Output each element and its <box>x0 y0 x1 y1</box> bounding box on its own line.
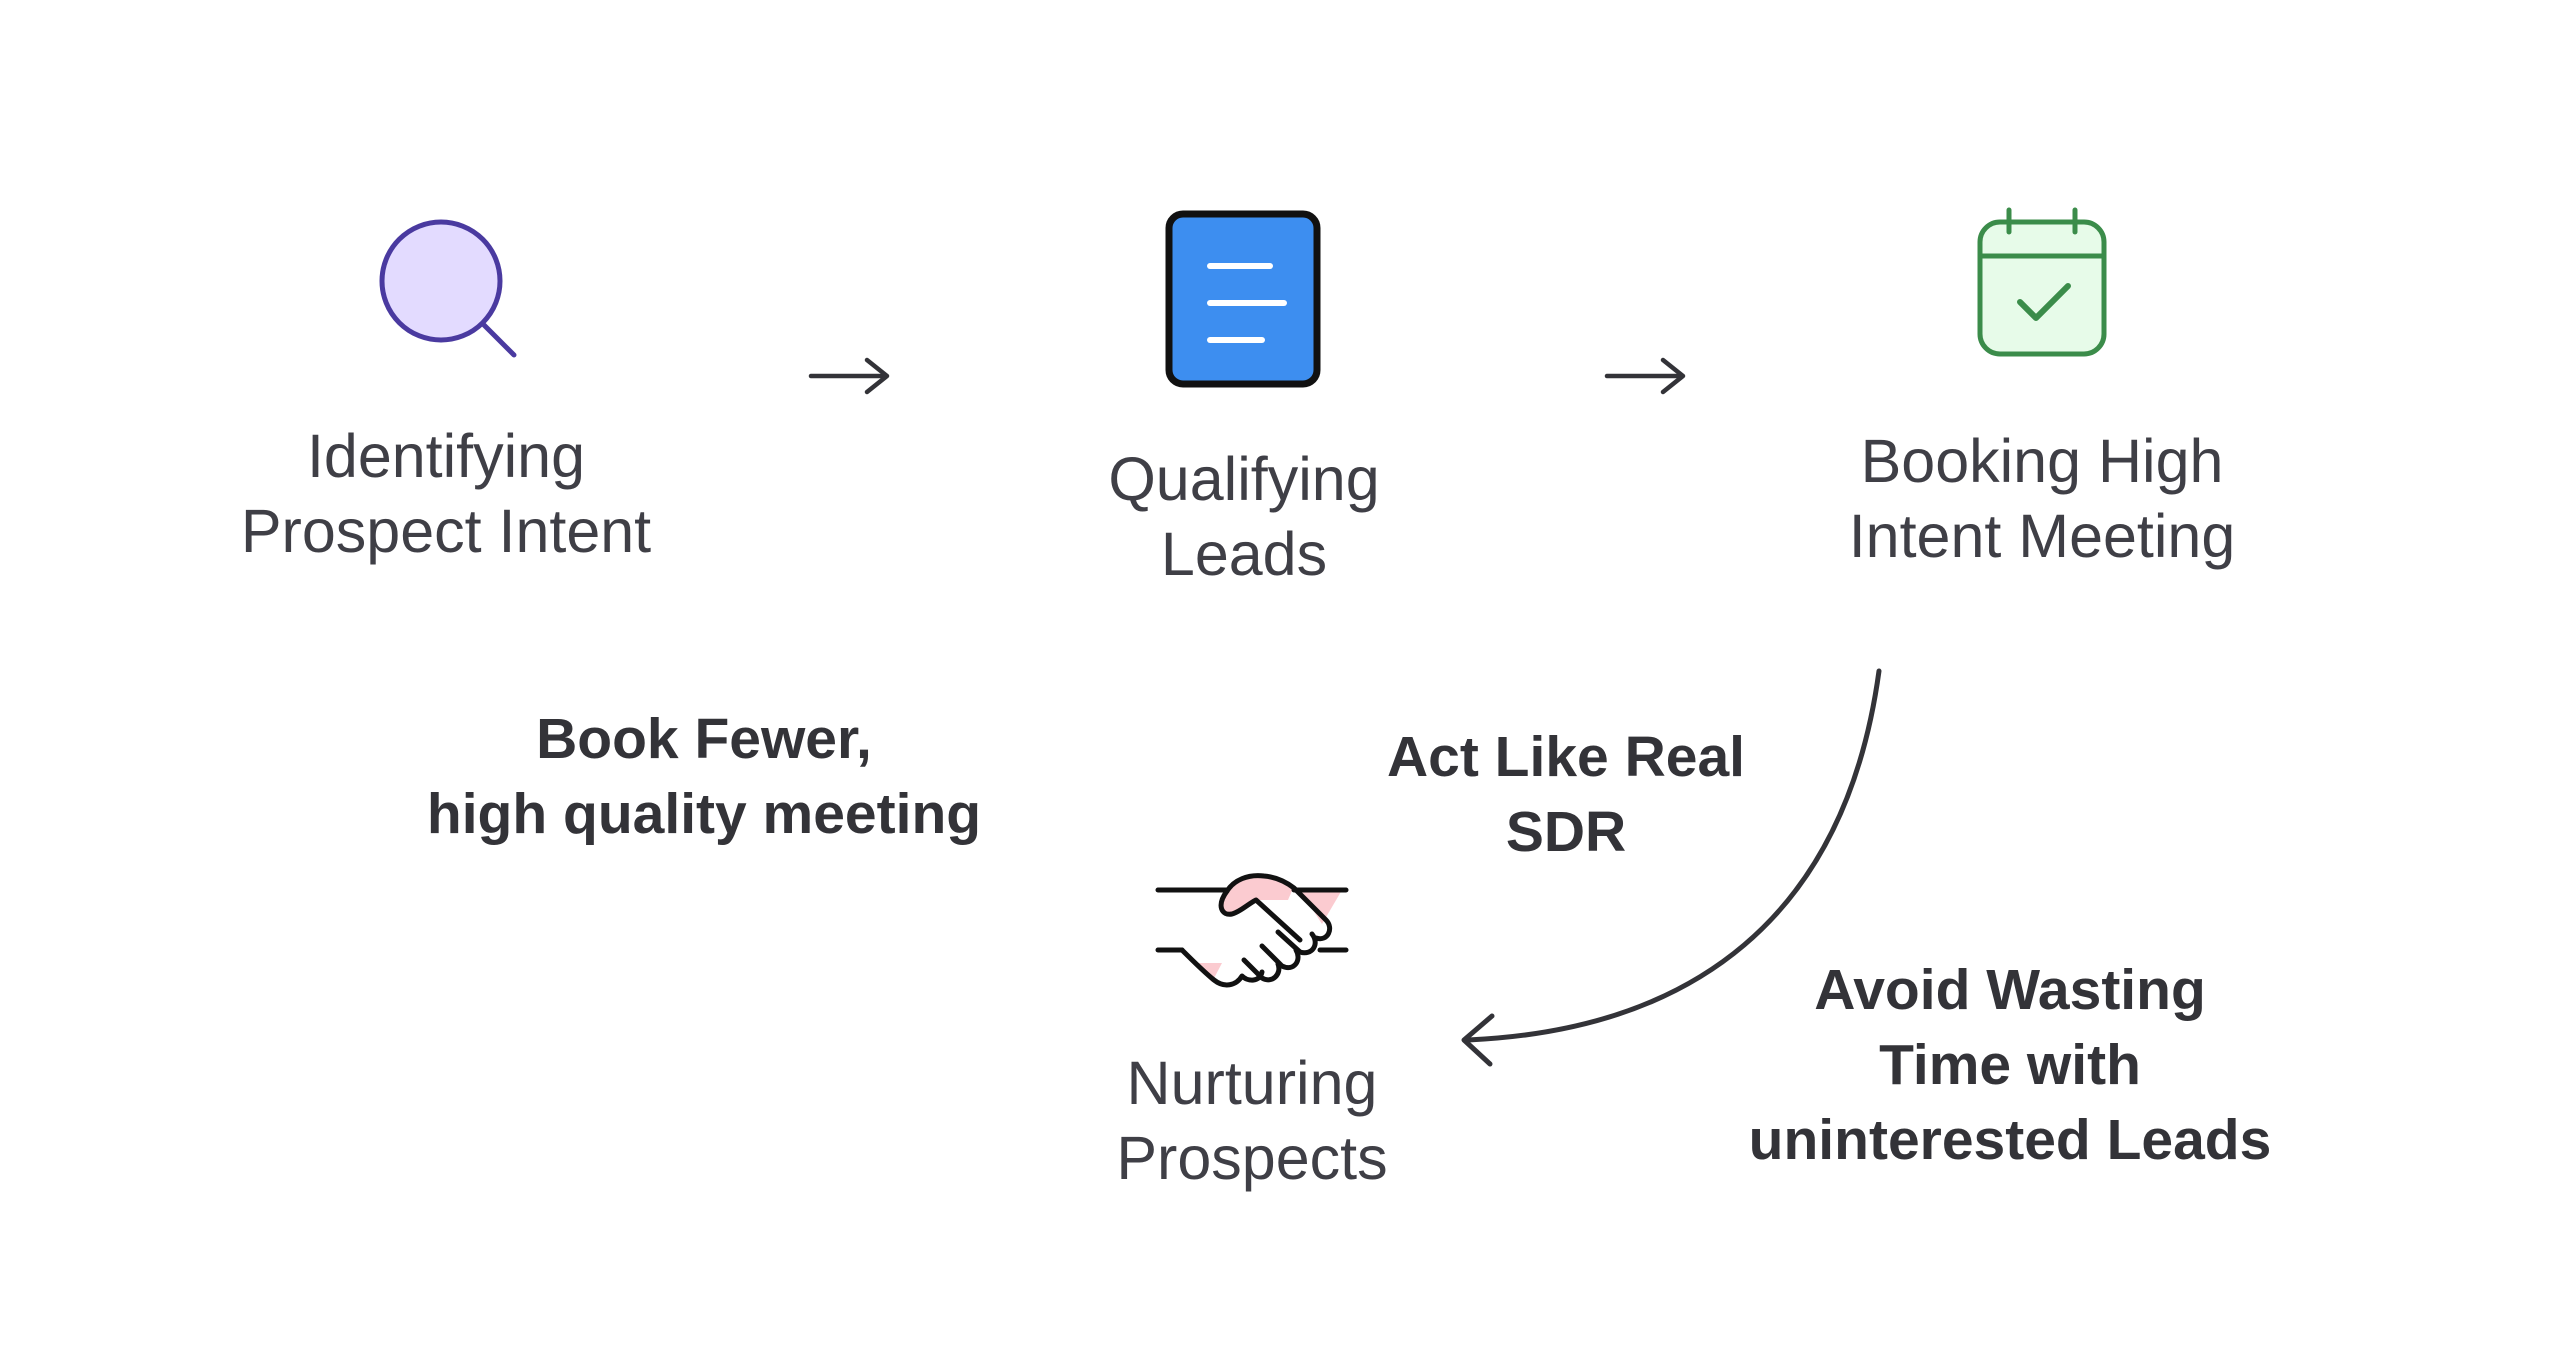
arrow-identifying-to-qualifying <box>808 357 890 395</box>
curved-arrow-path <box>1465 668 1882 1043</box>
handshake-lower-hand <box>1179 947 1265 988</box>
handshake-icon <box>1155 873 1349 988</box>
node-label-qualifying: Qualifying Leads <box>1044 442 1444 592</box>
note-line: Time with <box>1879 1033 2141 1097</box>
document-icon <box>1165 210 1321 388</box>
magnifier-icon <box>379 219 517 358</box>
label-line: Prospect Intent <box>240 497 652 565</box>
handshake-finger <box>1275 929 1318 956</box>
handshake-finger <box>1259 943 1301 970</box>
curved-arrow-head <box>1461 1013 1495 1067</box>
node-label-identifying: Identifying Prospect Intent <box>206 419 686 569</box>
handshake-fill <box>1300 890 1342 924</box>
label-line: Qualifying <box>1108 445 1380 513</box>
label-line: Nurturing <box>1126 1049 1378 1117</box>
node-label-booking: Booking High Intent Meeting <box>1802 424 2282 574</box>
label-line: Booking High <box>1860 427 2224 495</box>
label-line: Prospects <box>1116 1124 1388 1192</box>
calendar-body <box>1977 219 2107 357</box>
magnifier-handle <box>480 321 517 358</box>
label-line: Intent Meeting <box>1848 502 2236 570</box>
calendar-check-icon <box>1977 207 2107 357</box>
arrow-qualifying-to-booking <box>1604 357 1686 395</box>
note-line: Book Fewer, <box>536 707 872 771</box>
note-line: uninterested Leads <box>1748 1108 2272 1172</box>
note-line: Avoid Wasting <box>1814 958 2206 1022</box>
note-line: high quality meeting <box>426 782 982 846</box>
node-label-nurturing: Nurturing Prospects <box>1052 1046 1452 1196</box>
magnifier-lens <box>379 219 503 343</box>
note-line: SDR <box>1505 800 1627 864</box>
handshake-fill <box>1221 875 1294 915</box>
handshake-upper-hand <box>1218 888 1303 943</box>
handshake-upper-hand <box>1224 873 1333 942</box>
note-line: Act Like Real <box>1387 725 1745 789</box>
label-line: Identifying <box>306 422 586 490</box>
check-mark <box>2017 283 2071 321</box>
note-act-like-sdr: Act Like Real SDR <box>1356 720 1776 870</box>
arrow-booking-to-nurturing <box>1461 668 1882 1067</box>
note-avoid-wasting: Avoid Wasting Time with uninterested Lea… <box>1700 953 2320 1178</box>
note-book-fewer: Book Fewer, high quality meeting <box>384 702 1024 852</box>
label-line: Leads <box>1160 520 1328 588</box>
document-body <box>1165 210 1321 388</box>
